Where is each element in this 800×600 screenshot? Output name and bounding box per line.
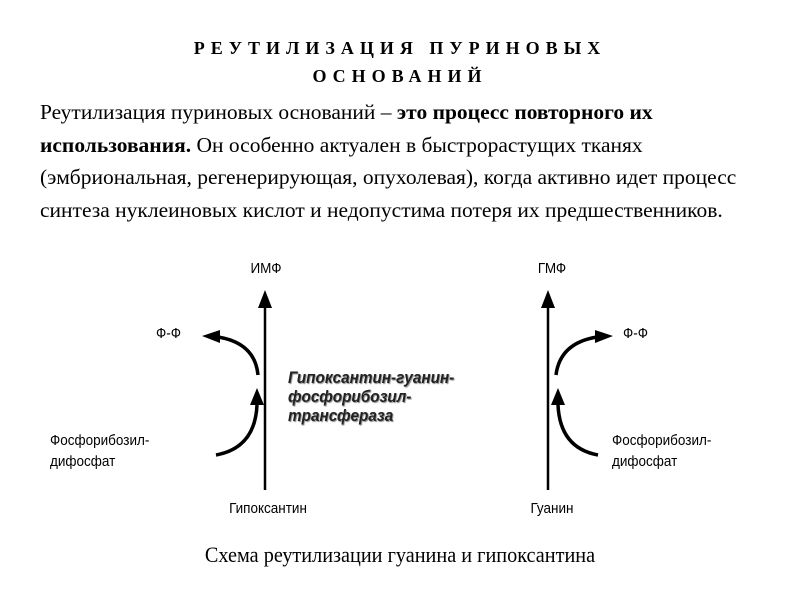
slide-title-line2: ОСНОВАНИЙ	[312, 66, 488, 86]
left-cosubstrate-line1: Фосфорибозил-	[50, 432, 150, 449]
right-byproduct-label: Ф-Ф	[623, 325, 649, 342]
left-cosubstrate-line2: дифосфат	[50, 453, 116, 470]
enzyme-line3: трансфераза	[288, 406, 394, 425]
slide-title-line1: РЕУТИЛИЗАЦИЯ ПУРИНОВЫХ	[193, 38, 607, 58]
para-text-1: Реутилизация пуриновых оснований –	[40, 100, 397, 124]
para-text-2: Он особенно актуален в быстрорастущих тк…	[40, 132, 737, 222]
enzyme-line2: фосфорибозил-	[288, 387, 412, 406]
right-input-curve	[551, 388, 599, 457]
left-product-label: ИМФ	[250, 260, 282, 277]
left-substrate-label: Гипоксантин	[229, 500, 307, 517]
body-paragraph: Реутилизация пуриновых оснований – это п…	[40, 96, 770, 226]
diagram-caption: Схема реутилизации гуанина и гипоксантин…	[204, 542, 596, 567]
right-substrate-label: Гуанин	[530, 500, 574, 517]
enzyme-label: Гипоксантин-гуанин- фосфорибозил- трансф…	[288, 368, 454, 425]
right-main-arrow	[541, 290, 555, 490]
left-input-curve	[215, 388, 264, 457]
enzyme-line1: Гипоксантин-гуанин-	[288, 368, 455, 387]
left-output-curve	[202, 330, 260, 376]
right-product-label: ГМФ	[537, 260, 567, 277]
para-bold: это процесс повторного их использования.	[40, 100, 653, 157]
left-main-arrow	[258, 290, 272, 490]
right-output-curve	[554, 330, 613, 376]
right-cosubstrate-line1: Фосфорибозил-	[612, 432, 712, 449]
left-byproduct-label: Ф-Ф	[156, 325, 182, 342]
right-cosubstrate-line2: дифосфат	[612, 453, 678, 470]
